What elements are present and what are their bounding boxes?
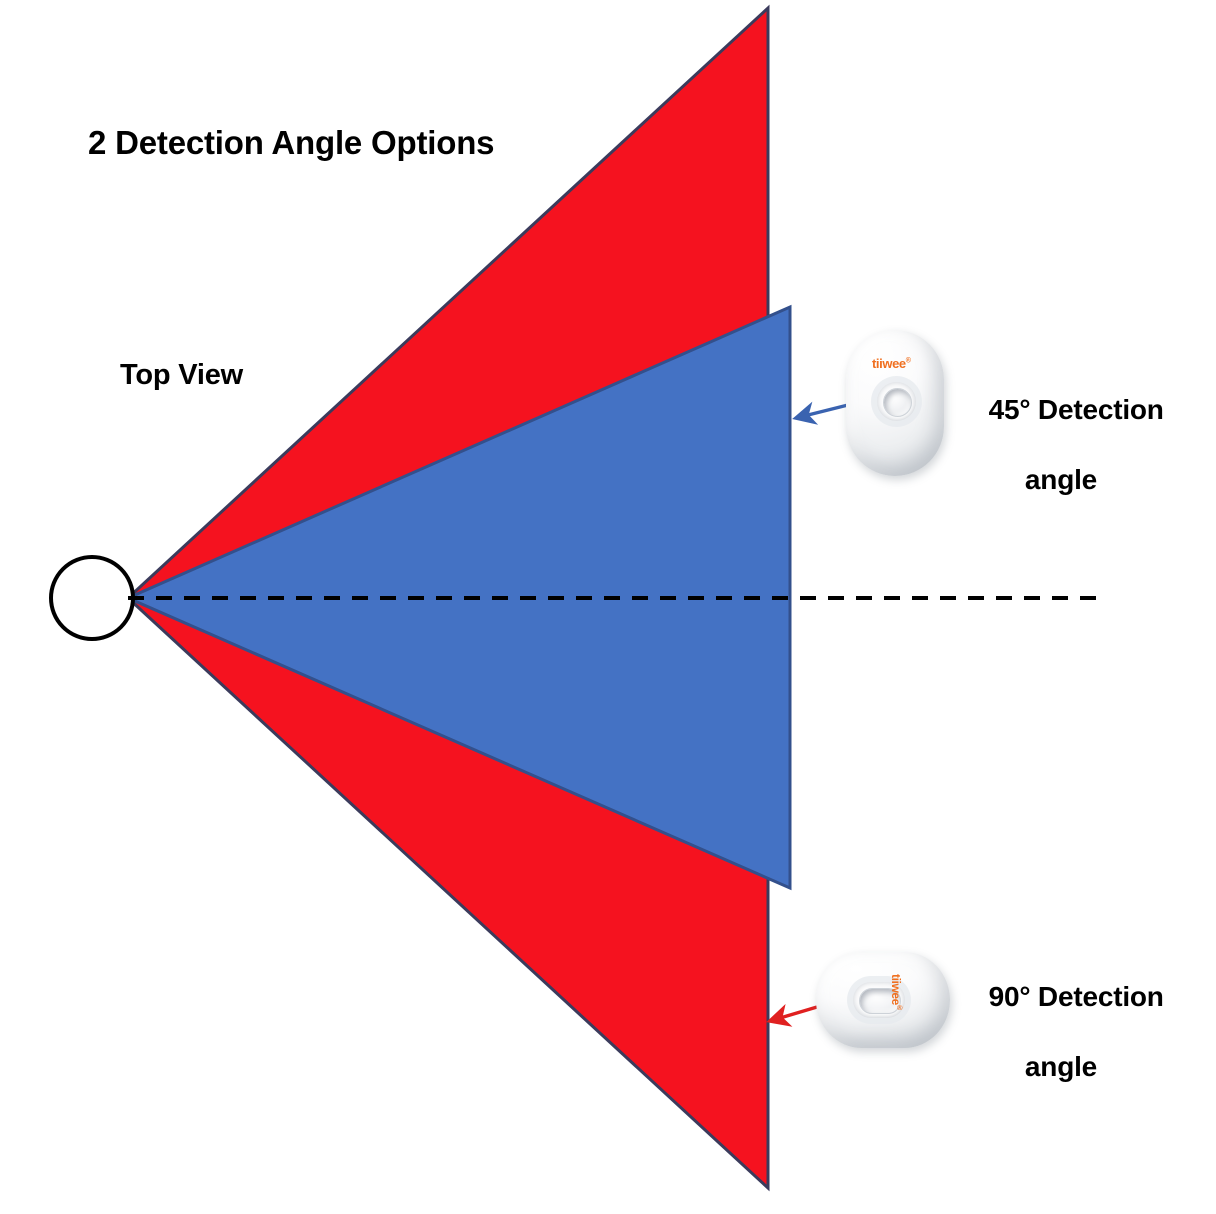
brand-logo-text: tiiwee: [872, 356, 906, 371]
registered-mark-icon: ®: [905, 357, 911, 365]
page-title: 2 Detection Angle Options: [88, 124, 495, 161]
top-view-label: Top View: [120, 359, 244, 391]
sensor-device-lower: tiiwee®: [816, 952, 950, 1048]
brand-logo-lower: tiiwee®: [889, 974, 903, 1010]
detection-angle-45-label: 45° Detection angle: [958, 357, 1164, 567]
sensor-lens-icon: [883, 388, 912, 417]
detection-angle-45-line2: angle: [1024, 464, 1098, 495]
registered-mark-icon: ®: [895, 1004, 902, 1010]
detection-angle-45-line1: 45° Detection: [988, 394, 1164, 425]
detection-angle-90-line1: 90° Detection: [988, 981, 1164, 1012]
detection-angle-90-line2: angle: [1024, 1051, 1098, 1082]
detection-angle-90-label: 90° Detection angle: [958, 944, 1164, 1154]
brand-logo-upper: tiiwee®: [872, 356, 911, 371]
sensor-device-upper: tiiwee®: [846, 330, 944, 476]
brand-logo-text: tiiwee: [889, 974, 903, 1005]
sensor-lens-icon: [859, 988, 901, 1014]
sensor-origin-circle: [49, 555, 135, 641]
wedge-45-degree: [124, 304, 792, 891]
